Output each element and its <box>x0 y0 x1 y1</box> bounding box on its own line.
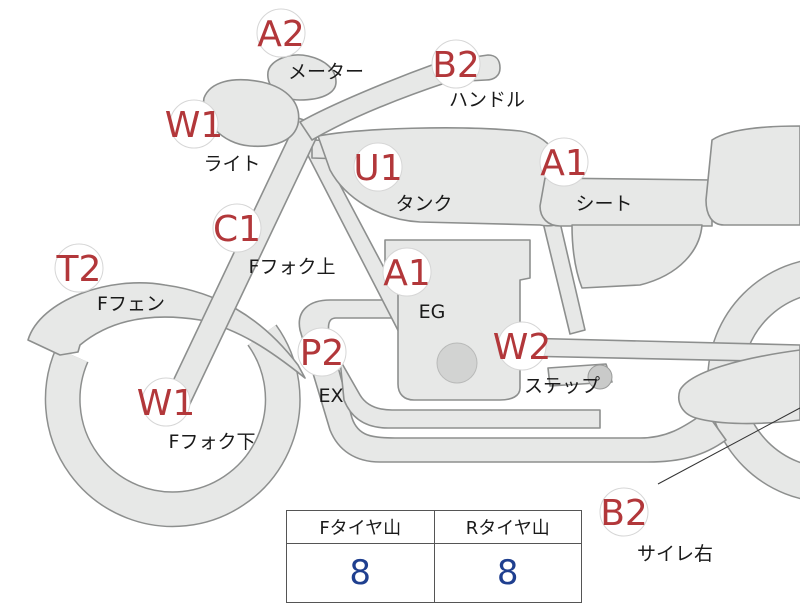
label-engine: EG <box>419 301 446 323</box>
label-meter: メーター <box>288 61 364 83</box>
svg-text:A1: A1 <box>383 253 431 294</box>
silencer <box>678 349 800 425</box>
tire-tread-table: Fタイヤ山 Rタイヤ山 8 8 <box>286 510 582 603</box>
headlight <box>202 78 300 148</box>
rear-tire-value: 8 <box>433 543 582 603</box>
label-handle: ハンドル <box>449 89 525 111</box>
side-cover <box>571 224 703 289</box>
label-seat: シート <box>575 193 632 215</box>
svg-text:P2: P2 <box>300 333 345 374</box>
grade-handle: B2 <box>431 39 481 89</box>
label-silencer-r: サイレ右 <box>637 543 713 565</box>
svg-text:W1: W1 <box>137 383 196 424</box>
svg-text:B2: B2 <box>432 45 480 86</box>
svg-text:W1: W1 <box>165 105 224 146</box>
inspection-points: A2 メーター B2 ハンドル W1 ライト U1 タンク A1 シート C1 … <box>54 8 713 565</box>
grade-light: W1 <box>165 99 224 149</box>
label-fork-upper: Fフォク上 <box>249 256 336 278</box>
grade-meter: A2 <box>256 8 306 58</box>
rear-cowl <box>705 125 800 226</box>
engine-cover <box>436 342 478 384</box>
label-step: ステップ <box>524 375 600 397</box>
grade-seat: A1 <box>539 137 589 187</box>
front-fender <box>27 281 306 379</box>
label-tank: タンク <box>395 193 452 215</box>
grade-f-fender: T2 <box>54 243 104 293</box>
grade-silencer-r: B2 <box>599 487 649 537</box>
label-f-fender: Fフェン <box>97 293 165 315</box>
grade-engine: A1 <box>382 247 432 297</box>
svg-text:C1: C1 <box>213 209 261 250</box>
grade-step: W2 <box>493 321 552 371</box>
label-light: ライト <box>203 153 260 175</box>
grade-exhaust: P2 <box>297 327 347 377</box>
svg-text:A1: A1 <box>540 143 588 184</box>
grade-tank: U1 <box>353 142 403 192</box>
front-tire-value: 8 <box>286 543 435 603</box>
label-fork-lower: Fフォク下 <box>169 431 256 453</box>
svg-text:U1: U1 <box>353 148 402 189</box>
tire-tread-value-row: 8 8 <box>286 543 582 603</box>
label-exhaust: EX <box>318 385 343 407</box>
svg-text:W2: W2 <box>493 327 552 368</box>
grade-fork-lower: W1 <box>137 377 196 427</box>
grade-fork-upper: C1 <box>212 203 262 253</box>
svg-text:T2: T2 <box>56 249 102 290</box>
svg-text:A2: A2 <box>257 14 305 55</box>
svg-text:B2: B2 <box>600 493 648 534</box>
front-tire-header: Fタイヤ山 <box>286 510 435 544</box>
rear-tire-header: Rタイヤ山 <box>433 510 582 544</box>
tire-tread-header-row: Fタイヤ山 Rタイヤ山 <box>286 510 582 544</box>
leader-line <box>657 407 800 485</box>
